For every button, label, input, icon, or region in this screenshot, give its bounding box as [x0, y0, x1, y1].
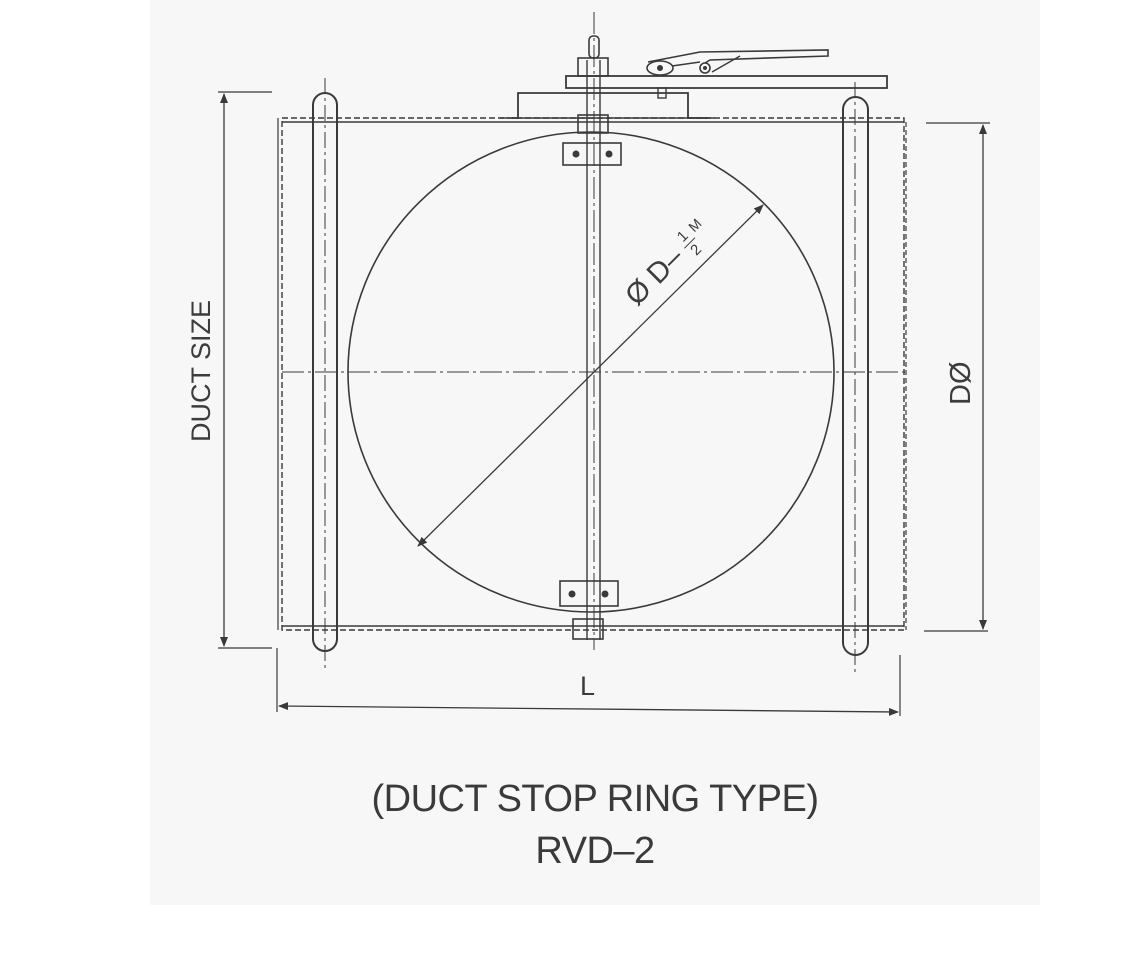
fraction-suffix: M — [685, 215, 705, 235]
fraction-denominator: 2 — [687, 241, 705, 259]
length-dimension: L — [276, 648, 901, 716]
quadrant-handle — [565, 35, 888, 99]
fraction-numerator: 1 — [674, 228, 692, 246]
duct-size-dimension: DUCT SIZE — [186, 91, 272, 649]
caption-model: RVD–2 — [535, 830, 655, 872]
left-stop-ring — [312, 78, 338, 670]
caption-title: (DUCT STOP RING TYPE) — [371, 778, 819, 820]
upper-blade-bracket — [562, 114, 622, 166]
blade-diameter-label: Ø D– — [619, 241, 690, 312]
lower-blade-bracket — [559, 580, 619, 640]
duct-diameter-label: DØ — [945, 362, 977, 406]
mounting-plate — [500, 92, 715, 119]
length-label: L — [580, 671, 595, 701]
duct-diameter-dimension: DØ — [924, 122, 990, 632]
right-stop-ring — [842, 82, 869, 672]
duct-size-label: DUCT SIZE — [186, 300, 216, 442]
blade-diameter-dimension: Ø D– 1 2 M — [417, 204, 764, 547]
center-lines — [282, 12, 906, 650]
